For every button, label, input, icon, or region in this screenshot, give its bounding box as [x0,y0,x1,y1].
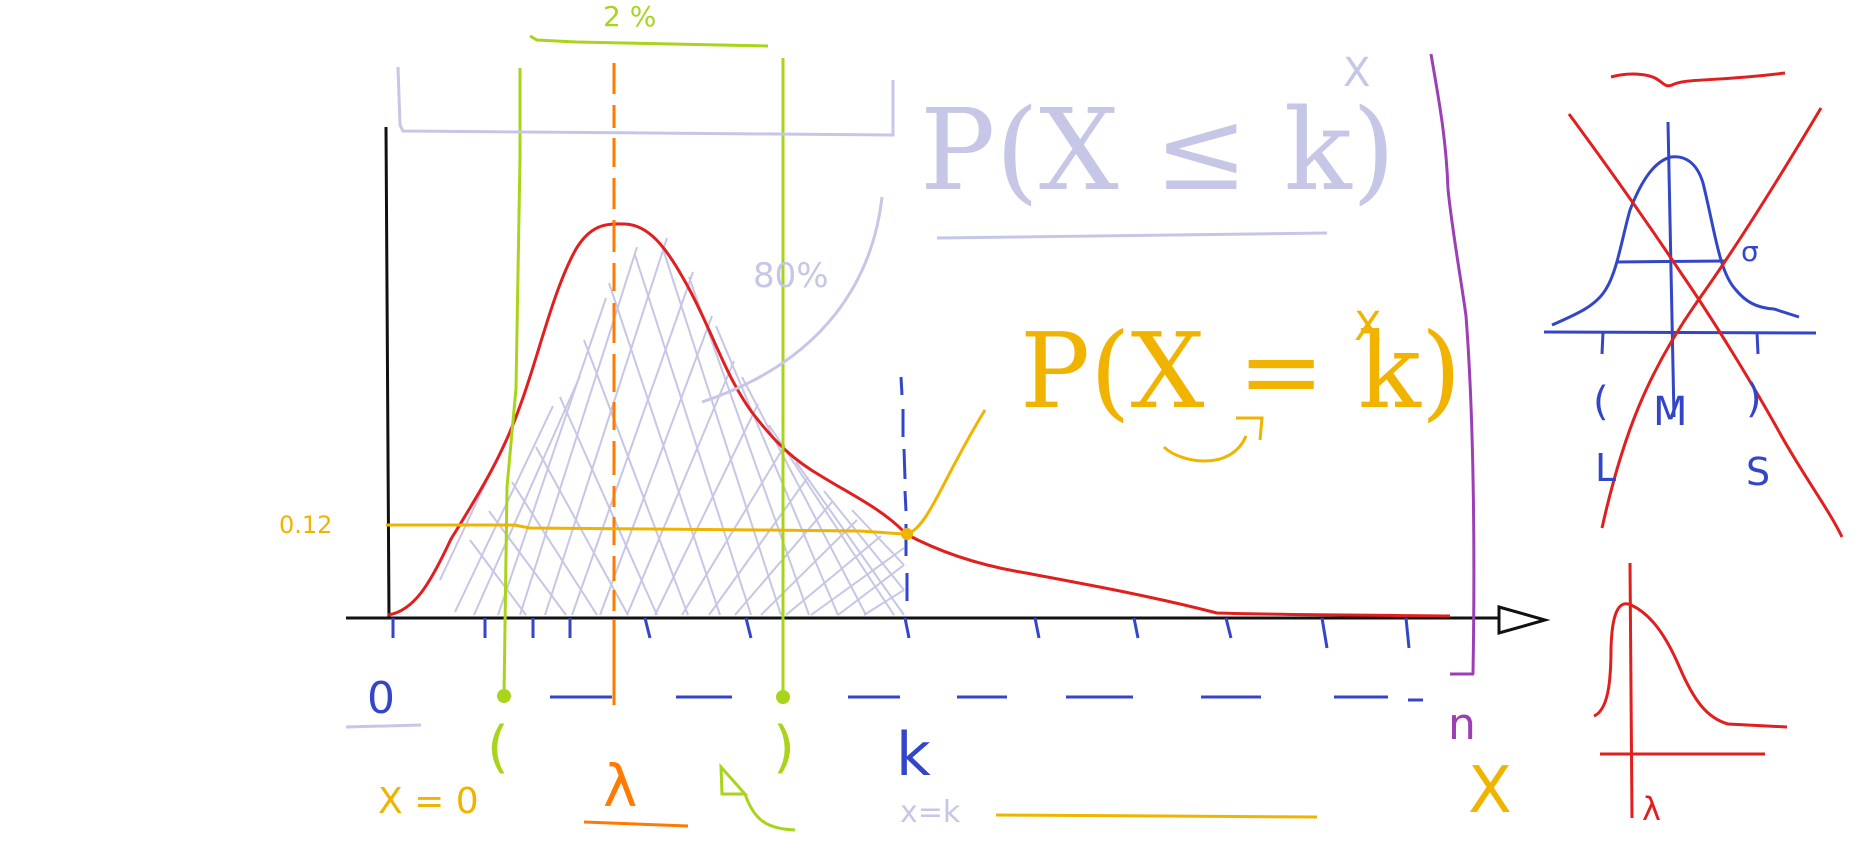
value-guide-line [386,523,905,536]
y-axis [384,126,391,619]
x-axis-arrow [1497,605,1551,635]
cumulative-probability-superscript: X [1343,50,1370,96]
eighty-percent-label: 80% [753,256,829,296]
normal-sketch: σ ( M ) L S [1543,71,1844,538]
point-probability-superscript: X [1354,304,1381,350]
tick-11 [1404,617,1411,649]
normal-sigma-guide [1615,259,1727,264]
left-green-endpoint [497,689,511,703]
blue-dashed-baseline [550,695,1423,702]
right-purple-boundary [1429,53,1476,675]
two-percent-label: 2 % [603,0,656,33]
poisson-mini-y-axis [1628,562,1634,819]
right-green-endpoint [776,690,790,704]
cumulative-probability-title: P(X ≤ k) [920,86,1395,216]
normal-left-tick [1600,331,1605,355]
tick-9 [1224,617,1233,639]
normal-x-axis [1543,330,1817,335]
normal-tilde [1610,71,1786,88]
tick-8 [1132,617,1140,639]
normal-cross-a [1567,113,1844,538]
left-green-boundary [502,68,522,697]
point-probability-loop [1162,435,1248,463]
point-probability-title: P(X = k) [1020,310,1461,432]
k-guide [899,376,909,601]
normal-l-label: L [1595,446,1616,490]
cumulative-hatch-area [439,237,905,616]
delta-mark [719,762,796,832]
normal-paren-close: ) [1746,376,1762,422]
x-eq-k-label: x=k [900,795,961,830]
x-eq-k-line [995,813,1318,819]
right-paren-label: ) [773,715,795,780]
poisson-mini-curve [1593,602,1788,729]
x-axis-ticks [391,617,1411,649]
top-green-bar [529,34,769,48]
tick-6 [903,617,911,639]
lambda-underline [583,820,689,828]
cumulative-pointer [701,196,884,404]
left-paren-label: ( [487,715,509,780]
tick-4 [643,617,652,639]
normal-s-label: S [1746,450,1770,494]
normal-curve [1551,155,1800,327]
tick-5 [744,617,753,639]
poisson-mini-sketch: λ [1593,562,1788,828]
normal-sigma-label: σ [1741,235,1759,268]
k-label: k [896,720,931,790]
probability-arrow [906,409,987,536]
cumulative-bracket [396,66,895,137]
normal-cross-b [1600,107,1823,529]
zero-underline [345,723,422,729]
tick-7 [1033,617,1041,639]
tick-10 [1320,617,1329,649]
normal-right-tick [1755,331,1760,355]
point-probability-mini-arrow [1236,416,1264,441]
x-variable-label: X [1468,754,1512,828]
normal-paren-open: ( [1593,379,1609,425]
lambda-label: λ [603,752,637,820]
n-label: n [1448,699,1476,750]
x-eq-0-label: X = 0 [378,781,479,822]
poisson-mini-lambda: λ [1642,790,1661,828]
normal-mu-label: M [1653,389,1688,435]
value-012-label: 0.12 [279,511,332,539]
normal-y-axis [1666,121,1676,418]
cumulative-underline [936,231,1328,240]
zero-label: 0 [367,673,395,724]
